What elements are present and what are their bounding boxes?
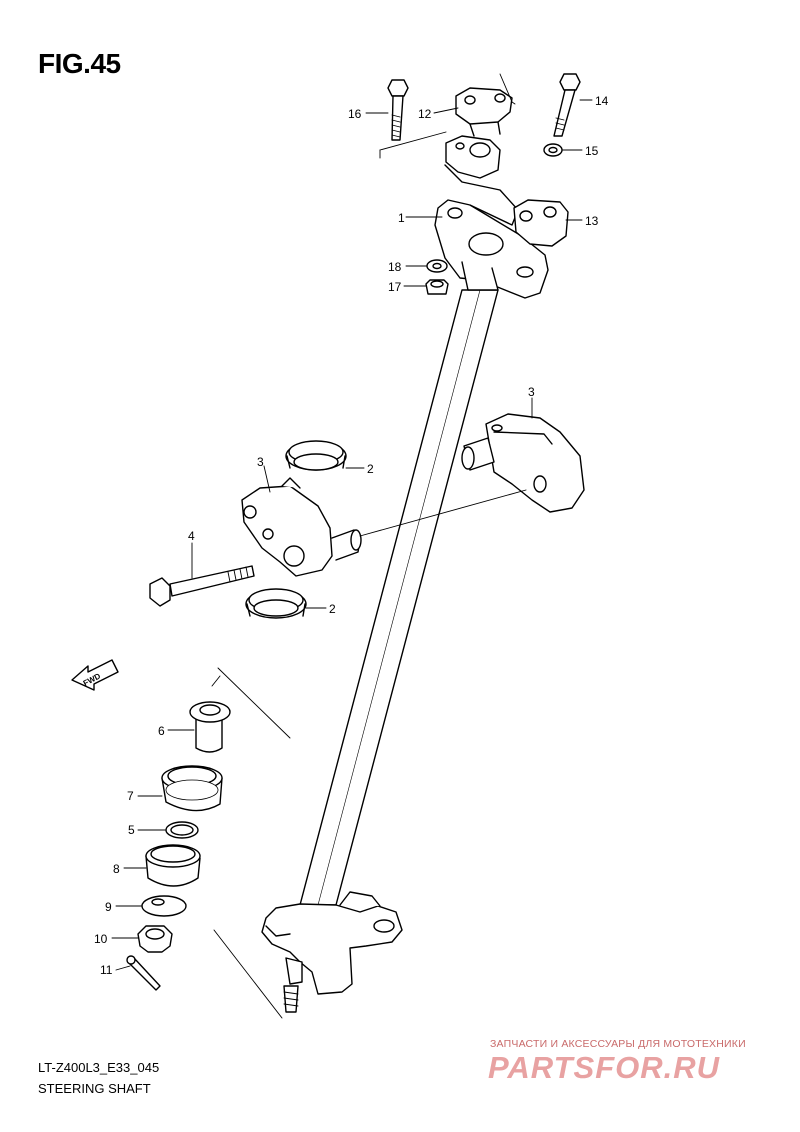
seal-2-upper xyxy=(285,440,347,471)
callout-15: 15 xyxy=(585,144,599,158)
callout-2-upper: 2 xyxy=(367,462,374,476)
callout-3-right: 3 xyxy=(528,385,535,399)
cotter-pin-11 xyxy=(126,955,161,991)
figure-code: LT-Z400L3_E33_045 xyxy=(38,1060,160,1075)
steering-shaft-tube xyxy=(299,289,499,906)
shaft-holder-right xyxy=(461,413,585,513)
watermark-logo: PARTSFOR.RU xyxy=(488,1050,721,1085)
upper-bracket xyxy=(434,164,549,299)
callout-18: 18 xyxy=(388,260,402,274)
bearing-8 xyxy=(145,844,201,887)
washer-15 xyxy=(543,143,563,157)
callout-17: 17 xyxy=(388,280,402,294)
callout-14: 14 xyxy=(595,94,609,108)
fwd-arrow-icon xyxy=(71,659,119,691)
callout-2-lower: 2 xyxy=(329,602,336,616)
callout-1: 1 xyxy=(398,211,405,225)
callout-4: 4 xyxy=(188,529,195,543)
shaft-holder-left xyxy=(241,477,362,577)
callout-3-left: 3 xyxy=(257,455,264,469)
bush-6 xyxy=(189,701,231,753)
callout-13: 13 xyxy=(585,214,599,228)
callout-16: 16 xyxy=(348,107,362,121)
callout-10: 10 xyxy=(94,932,108,946)
nut-17 xyxy=(425,279,449,295)
callout-5: 5 xyxy=(128,823,135,837)
handlebar-holder-right xyxy=(513,199,569,247)
callout-8: 8 xyxy=(113,862,120,876)
handlebar-holder-lower-left xyxy=(445,135,501,179)
callout-11: 11 xyxy=(100,963,113,977)
seal-2-lower xyxy=(245,588,307,619)
callout-7: 7 xyxy=(127,789,134,803)
bolt-4 xyxy=(149,565,255,607)
oring-5 xyxy=(165,821,199,839)
bearing-7 xyxy=(161,765,223,812)
washer-18 xyxy=(426,259,448,273)
shaft-lower-end xyxy=(261,891,403,1013)
axis-guide-line xyxy=(359,489,527,537)
leader-lines xyxy=(111,99,593,971)
figure-title: FIG.45 xyxy=(38,48,121,79)
watermark-subtitle: ЗАПЧАСТИ И АКСЕССУАРЫ ДЛЯ МОТОТЕХНИКИ xyxy=(490,1038,746,1050)
assembly-guide-lines-top xyxy=(379,73,516,159)
callout-6: 6 xyxy=(158,724,165,738)
assembly-guide-lines-bottom xyxy=(211,667,291,1019)
callout-12: 12 xyxy=(418,107,432,121)
callout-9: 9 xyxy=(105,900,112,914)
bolt-16 xyxy=(387,79,409,141)
figure-name: STEERING SHAFT xyxy=(38,1081,151,1096)
bolt-14 xyxy=(553,73,581,137)
nut-10 xyxy=(137,925,173,953)
washer-9 xyxy=(141,895,187,917)
handlebar-holder-upper xyxy=(455,87,513,137)
